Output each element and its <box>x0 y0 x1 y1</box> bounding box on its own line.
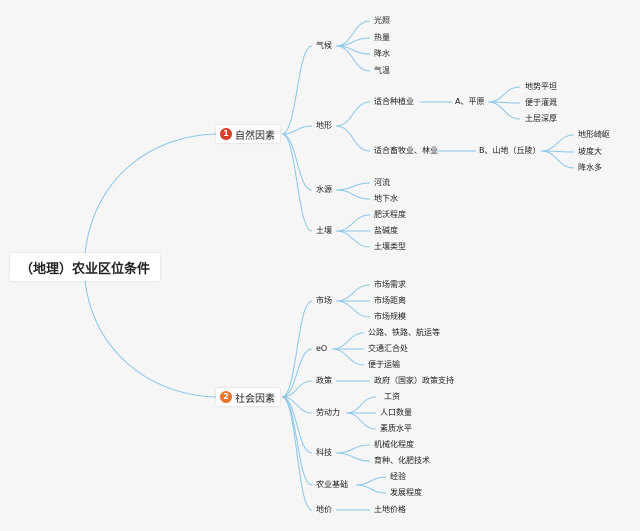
connector-line <box>335 300 371 318</box>
connector-line <box>84 280 217 398</box>
connector-line <box>487 101 521 120</box>
connector-line <box>281 300 313 398</box>
leaf-node[interactable]: 热量 <box>374 33 390 42</box>
leaf-node[interactable]: 便于运输 <box>368 360 400 369</box>
leaf-node[interactable]: 降水多 <box>578 163 602 172</box>
node-planting[interactable]: 适合种植业 <box>374 97 414 106</box>
number-badge-1: 1 <box>220 128 232 140</box>
node-plain[interactable]: A、平原 <box>455 97 485 106</box>
connector-line <box>281 133 313 191</box>
node-hill[interactable]: B、山地（丘陵） <box>479 146 541 155</box>
leaf-node[interactable]: 市场规模 <box>374 312 406 321</box>
node-terrain[interactable]: 地形 <box>316 121 332 130</box>
connector-line <box>331 332 365 350</box>
connector-line <box>345 396 377 414</box>
node-climate[interactable]: 气候 <box>316 41 332 50</box>
node-transport[interactable]: eO <box>316 344 328 353</box>
connector-line <box>281 396 313 414</box>
connector-line <box>281 396 313 486</box>
connector-line <box>540 134 575 152</box>
connector-line <box>335 101 371 127</box>
leaf-node[interactable]: 地形崎岖 <box>578 130 610 139</box>
leaf-node[interactable]: 土地价格 <box>374 505 406 514</box>
connector-line <box>281 396 313 511</box>
connector-line <box>281 133 313 232</box>
connector-line <box>335 189 371 200</box>
social-factors-label: 社会因素 <box>235 393 275 405</box>
connector-line <box>84 133 217 254</box>
leaf-node[interactable]: 坡度大 <box>578 147 602 156</box>
leaf-node[interactable]: 土层深厚 <box>525 114 557 123</box>
leaf-node[interactable]: 光照 <box>374 16 390 25</box>
leaf-node[interactable]: 交通汇合处 <box>368 344 408 353</box>
node-livestock[interactable]: 适合畜牧业、林业 <box>374 146 438 155</box>
leaf-node[interactable]: 土壤类型 <box>374 242 406 251</box>
leaf-node[interactable]: 气温 <box>374 66 390 75</box>
node-natural-factors[interactable]: 1 自然因素 <box>216 125 280 143</box>
connector-line <box>335 284 371 302</box>
connector-line <box>335 20 371 47</box>
leaf-node[interactable]: 经验 <box>390 472 406 481</box>
connector-line <box>281 45 313 135</box>
leaf-node[interactable]: 地下水 <box>374 194 398 203</box>
leaf-node[interactable]: 发展程度 <box>390 488 422 497</box>
natural-factors-label: 自然因素 <box>235 130 275 142</box>
node-land-price[interactable]: 地价 <box>316 505 332 514</box>
leaf-node[interactable]: 工资 <box>384 392 400 401</box>
leaf-node[interactable]: 市场需求 <box>374 280 406 289</box>
leaf-node[interactable]: 降水 <box>374 49 390 58</box>
node-market[interactable]: 市场 <box>316 296 332 305</box>
connector-line <box>281 380 313 398</box>
leaf-node[interactable]: 素质水平 <box>380 424 412 433</box>
number-badge-2: 2 <box>220 391 232 403</box>
connector-line <box>281 396 313 454</box>
leaf-node[interactable]: 便于灌溉 <box>525 98 557 107</box>
connector-line <box>281 348 313 398</box>
connector-line <box>335 444 371 454</box>
leaf-node[interactable]: 盐碱度 <box>374 226 398 235</box>
connector-line <box>487 86 521 103</box>
leaf-node[interactable]: 市场距离 <box>374 296 406 305</box>
connector-line <box>355 484 387 494</box>
leaf-node[interactable]: 机械化程度 <box>374 440 414 449</box>
connector-line <box>335 125 371 152</box>
connector-line <box>345 412 377 430</box>
leaf-node[interactable]: 人口数量 <box>380 408 412 417</box>
connector-line <box>335 182 371 191</box>
connector-line <box>335 45 371 72</box>
connector-line <box>335 230 371 248</box>
node-policy[interactable]: 政策 <box>316 376 332 385</box>
node-agri-base[interactable]: 农业基础 <box>316 480 348 489</box>
root-node[interactable]: （地理）农业区位条件 <box>10 253 160 281</box>
leaf-node[interactable]: 肥沃程度 <box>374 210 406 219</box>
leaf-node[interactable]: 育种、化肥技术 <box>374 456 430 465</box>
node-water[interactable]: 水源 <box>316 185 332 194</box>
node-labor[interactable]: 劳动力 <box>316 408 340 417</box>
connector-line <box>335 214 371 232</box>
connector-line <box>331 348 365 366</box>
connector-line <box>540 150 575 169</box>
node-tech[interactable]: 科技 <box>316 448 332 457</box>
node-social-factors[interactable]: 2 社会因素 <box>216 388 280 406</box>
connector-line <box>355 476 387 486</box>
leaf-node[interactable]: 河流 <box>374 178 390 187</box>
leaf-node[interactable]: 公路、铁路、航运等 <box>368 328 440 337</box>
connector-line <box>335 452 371 462</box>
leaf-node[interactable]: 政府（国家）政策支持 <box>374 376 454 385</box>
node-soil[interactable]: 土壤 <box>316 226 332 235</box>
leaf-node[interactable]: 地势平坦 <box>525 82 557 91</box>
connector-line <box>281 125 313 135</box>
